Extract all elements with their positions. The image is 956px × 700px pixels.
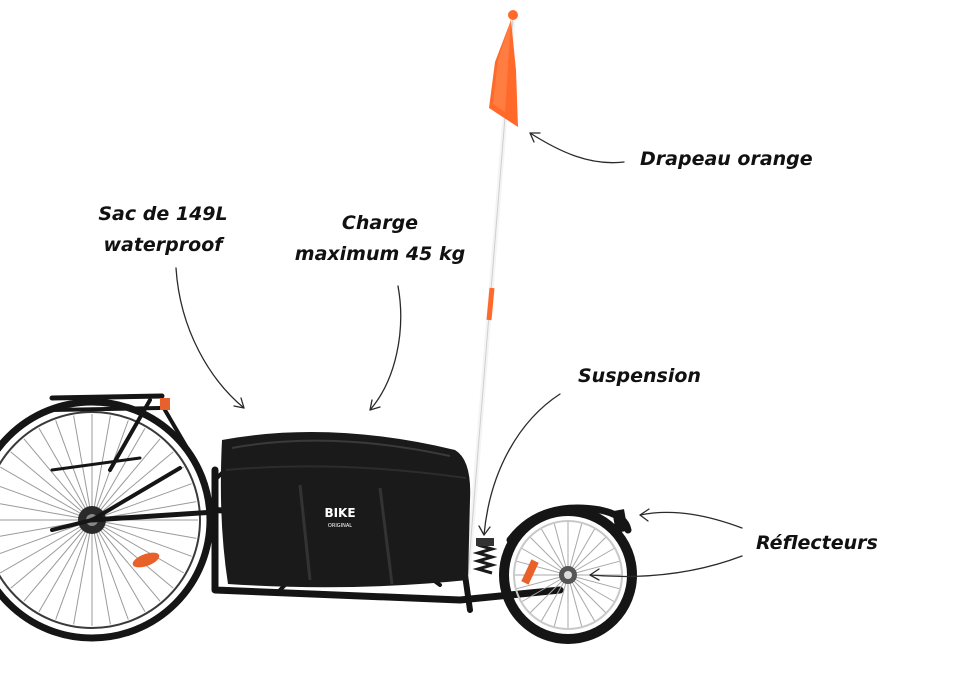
wheel-spoke <box>73 519 93 625</box>
flag-group <box>465 10 518 576</box>
suspension-spring <box>472 538 498 575</box>
wheel-spoke <box>0 466 93 521</box>
wheel-spoke <box>91 519 146 613</box>
wheel-reflector-bike <box>132 552 160 568</box>
wheel-spoke <box>91 483 192 521</box>
wheel-spoke <box>55 420 93 521</box>
wheel-spoke <box>91 519 111 625</box>
arrow-reflecteur-upper <box>639 511 743 529</box>
wheel-spoke <box>38 519 93 613</box>
wheel-spoke <box>23 438 93 521</box>
label-drapeau-orange: Drapeau orange <box>640 144 813 175</box>
arrow-drapeau <box>529 132 625 164</box>
wheel-spoke <box>0 519 93 574</box>
wheel-spoke <box>73 415 93 521</box>
label-charge: Charge maximum 45 kg <box>290 208 470 270</box>
wheel-spoke <box>55 519 93 620</box>
wheel-spoke <box>91 519 185 574</box>
label-sac-line2: waterproof <box>103 234 223 256</box>
wheel-spoke <box>23 519 93 602</box>
arrow-charge <box>369 285 402 411</box>
label-sac-line1: Sac de 149L <box>98 203 228 225</box>
wheel-spoke <box>91 519 197 539</box>
label-drapeau-text: Drapeau orange <box>640 148 813 170</box>
bicycle-rack <box>49 393 218 532</box>
wheel-spoke <box>91 415 111 521</box>
label-reflecteurs-text: Réflecteurs <box>756 532 878 554</box>
label-sac: Sac de 149L waterproof <box>88 199 238 261</box>
wheel-spoke <box>91 427 146 521</box>
label-charge-line1: Charge <box>341 212 419 234</box>
arrow-reflecteur-lower <box>589 555 743 578</box>
wheel-spoke <box>91 451 174 521</box>
arrow-suspension <box>483 393 561 536</box>
wheel-spoke <box>91 519 129 620</box>
label-suspension-text: Suspension <box>578 365 701 387</box>
bag-brand-logo: BIKE <box>324 506 355 520</box>
pole-orange-band <box>486 287 495 321</box>
arrow-sac <box>175 267 245 409</box>
wheel-reflector-trailer <box>521 559 539 585</box>
wheel-spoke <box>0 485 93 521</box>
wheel-spoke <box>91 519 174 589</box>
wheel-spoke <box>91 519 192 557</box>
wheel-spoke <box>0 503 93 521</box>
trailer-wheel <box>499 506 637 644</box>
wheel-spoke <box>10 519 93 589</box>
rack-reflector <box>160 398 170 410</box>
wheel-spoke <box>91 438 161 521</box>
bag-brand-subtext: ORIGINAL <box>328 523 352 529</box>
wheel-spoke <box>10 451 93 521</box>
label-suspension: Suspension <box>578 361 701 392</box>
label-reflecteurs: Réflecteurs <box>756 528 878 559</box>
pole-tip <box>508 10 518 20</box>
mudguard-tip <box>612 509 628 533</box>
trailer-bag <box>220 432 471 588</box>
label-charge-line2: maximum 45 kg <box>294 243 466 265</box>
wheel-spoke <box>91 519 161 602</box>
wheel-spoke <box>38 427 93 521</box>
annotation-arrows <box>175 132 743 581</box>
